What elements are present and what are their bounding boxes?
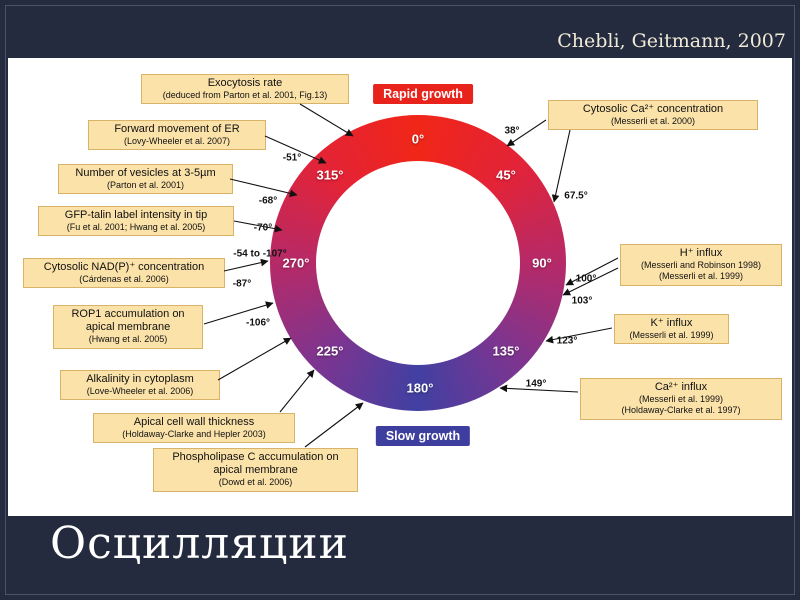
diagram-panel: 0° 45° 90° 135° 180° 225° 270° 315° Rapi… [8, 58, 792, 516]
label-title: Cytosolic Ca²⁺ concentration [582, 103, 724, 115]
label-citation: (Hwang et al. 2005) [88, 334, 168, 345]
label-citation: (Parton et al. 2001) [106, 180, 185, 191]
label-alkalinity: Alkalinity in cytoplasm (Love-Wheeler et… [60, 370, 220, 401]
label-title: Number of vesicles at 3-5µm [75, 167, 216, 179]
label-citation: (Messerli et al. 1999) [638, 394, 724, 405]
tick-minus-68: -68° [258, 195, 278, 207]
tick-range: -54 to -107° [233, 248, 287, 260]
tick-minus-87: -87° [232, 278, 252, 290]
label-title: Apical cell wall thickness [133, 416, 255, 428]
label-gfp-talin: GFP-talin label intensity in tip (Fu et … [38, 206, 234, 237]
label-er-movement: Forward movement of ER (Lovy-Wheeler et … [88, 120, 266, 151]
tick-38: 38° [504, 125, 520, 137]
label-h-influx: H⁺ influx (Messerli and Robinson 1998) (… [620, 244, 782, 286]
label-citation: (Dowd et al. 2006) [218, 477, 293, 488]
label-citation: (Lovy-Wheeler et al. 2007) [123, 136, 231, 147]
label-title: Alkalinity in cytoplasm [86, 373, 194, 385]
label-title: ROP1 accumulation on apical membrane [71, 308, 185, 334]
ring-degree-90: 90° [532, 255, 552, 271]
rapid-growth-badge: Rapid growth [373, 84, 473, 104]
label-title: Exocytosis rate [207, 77, 283, 89]
ring-degree-270: 270° [282, 255, 310, 271]
oscillation-phase-ring [270, 115, 566, 411]
label-citation: (Holdaway-Clarke et al. 1997) [621, 405, 741, 416]
label-phospholipase-c: Phospholipase C accumulation on apical m… [153, 448, 358, 492]
label-citation: (Cárdenas et al. 2006) [79, 274, 169, 285]
label-citation: (deduced from Parton et al. 2001, Fig.13… [162, 90, 328, 101]
tick-100: 100° [575, 273, 597, 285]
label-rop1-accumulation: ROP1 accumulation on apical membrane (Hw… [53, 305, 203, 349]
label-ca-influx: Ca²⁺ influx (Messerli et al. 1999) (Hold… [580, 378, 782, 420]
tick-149: 149° [525, 378, 547, 390]
label-citation: (Holdaway-Clarke and Hepler 2003) [122, 429, 266, 440]
label-title: Ca²⁺ influx [654, 381, 708, 393]
ring-degree-225: 225° [316, 343, 344, 359]
label-cell-wall-thickness: Apical cell wall thickness (Holdaway-Cla… [93, 413, 295, 444]
ring-degree-180: 180° [406, 380, 434, 396]
slide-title: Осцилляции [50, 518, 349, 569]
tick-minus-106: -106° [245, 317, 271, 329]
slow-growth-badge: Slow growth [375, 426, 471, 446]
label-title: H⁺ influx [679, 247, 723, 259]
label-citation: (Messerli et al. 1999) [629, 330, 714, 341]
label-title: K⁺ influx [650, 317, 693, 329]
label-citation: (Fu et al. 2001; Hwang et al. 2005) [66, 222, 206, 233]
ring-degree-135: 135° [492, 343, 520, 359]
label-title: Forward movement of ER [114, 123, 240, 135]
ring-degree-315: 315° [316, 167, 344, 183]
tick-67-5: 67.5° [564, 190, 588, 202]
label-title: Cytosolic NAD(P)⁺ concentration [43, 261, 205, 273]
label-nadp-concentration: Cytosolic NAD(P)⁺ concentration (Cárdena… [23, 258, 225, 289]
label-title: GFP-talin label intensity in tip [64, 209, 208, 221]
label-k-influx: K⁺ influx (Messerli et al. 1999) [614, 314, 729, 345]
label-citation: (Messerli et al. 2000) [610, 116, 696, 127]
label-citation: (Messerli et al. 1999) [658, 271, 744, 282]
label-title: Phospholipase C accumulation on apical m… [172, 451, 339, 477]
tick-123: 123° [556, 335, 578, 347]
ring-degree-45: 45° [496, 167, 516, 183]
label-citation: (Messerli and Robinson 1998) [640, 260, 762, 271]
label-citation: (Love-Wheeler et al. 2006) [86, 386, 194, 397]
tick-minus-51: -51° [282, 152, 302, 164]
tick-103: 103° [571, 295, 593, 307]
label-ca-concentration: Cytosolic Ca²⁺ concentration (Messerli e… [548, 100, 758, 131]
ring-inner-hole [316, 161, 520, 365]
tick-minus-70: -70° [253, 222, 273, 234]
ring-degree-0: 0° [411, 131, 425, 147]
label-exocytosis-rate: Exocytosis rate (deduced from Parton et … [141, 74, 349, 105]
label-vesicle-number: Number of vesicles at 3-5µm (Parton et a… [58, 164, 233, 195]
source-citation: Chebli, Geitmann, 2007 [557, 30, 786, 52]
